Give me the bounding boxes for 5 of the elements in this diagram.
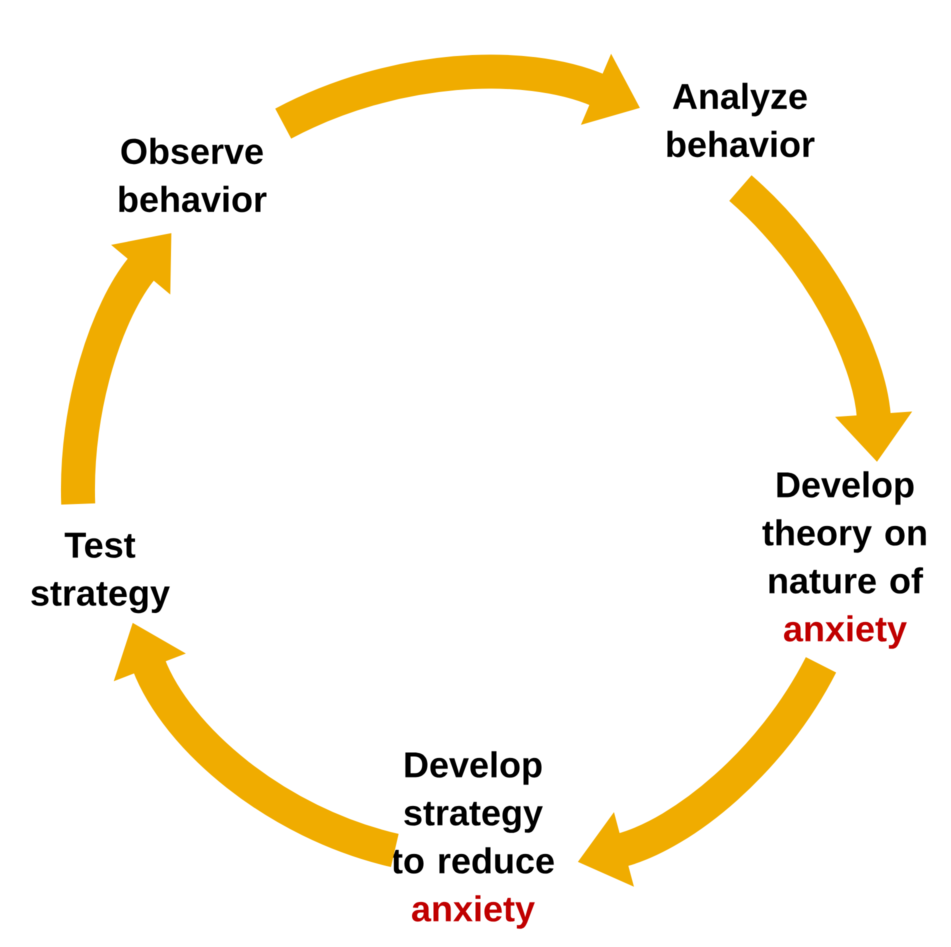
- step-label: Observe behavior: [119, 138, 266, 212]
- step-label: Develop strategy to reduce anxiety: [391, 751, 554, 929]
- step-label: Analyze behavior: [667, 82, 814, 158]
- step-label: Test strategy: [31, 532, 170, 614]
- step-label: Develop theory on nature of anxiety: [762, 471, 926, 649]
